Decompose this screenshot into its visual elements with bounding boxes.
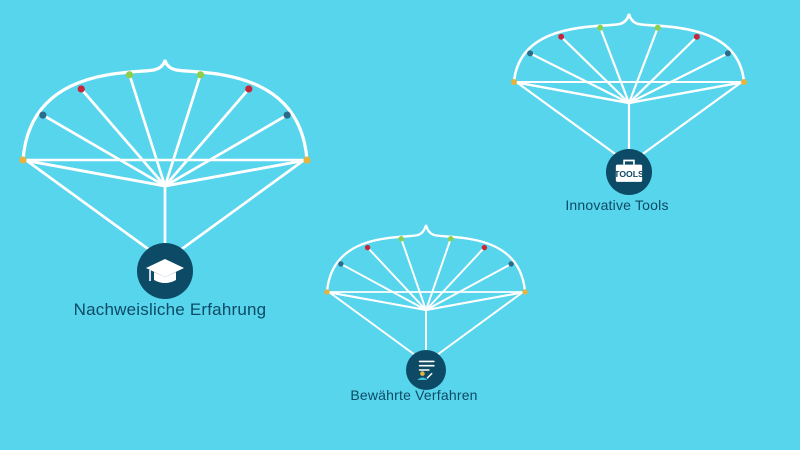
canopy-dot [245,85,252,92]
parachute-riser [437,292,523,355]
canopy-dot [197,71,204,78]
canopy-dot [126,71,133,78]
parachute-string [81,89,165,186]
canopy-dot [558,34,564,40]
canopy-dot [324,289,329,294]
parachute-label-tools: Innovative Tools [565,197,668,213]
canopy-dot [694,34,700,40]
canopy-dot [39,111,46,118]
canopy-outline [23,60,307,160]
canopy-outline [327,225,525,292]
canopy-dot [19,156,26,163]
canopy-dot [78,85,85,92]
canopy-dot [511,79,517,85]
toolbox-icon: TOOLS [606,149,652,195]
parachute-riser [26,160,150,250]
parachute-1: TOOLS [511,14,747,195]
graduation-cap-icon [137,243,193,299]
parachute-riser [329,292,415,355]
canopy-dot [482,245,487,250]
best-practice-checklist-icon [406,350,446,390]
parachute-0 [19,60,310,299]
canopy-dot [365,245,370,250]
parachute-string [530,53,629,103]
toolbox-icon-text: TOOLS [614,169,644,179]
parachute-riser [180,160,304,250]
canopy-dot [338,261,343,266]
canopy-dot [448,236,453,241]
parachute-label-experience: Nachweisliche Erfahrung [74,300,267,320]
parachute-string [165,89,249,186]
parachute-riser [642,82,742,155]
canopy-outline [514,14,744,82]
parachute-riser [516,82,616,155]
canopy-dot [741,79,747,85]
canopy-dot [284,111,291,118]
canopy-dot [399,236,404,241]
parachute-string [629,53,728,103]
canopy-dot [522,289,527,294]
parachute-2 [324,225,527,390]
canopy-dot [725,50,731,56]
canopy-dot [508,261,513,266]
parachute-label-practices: Bewährte Verfahren [350,387,477,403]
canopy-dot [655,25,661,31]
canopy-dot [303,156,310,163]
canopy-dot [597,25,603,31]
canopy-dot [527,50,533,56]
